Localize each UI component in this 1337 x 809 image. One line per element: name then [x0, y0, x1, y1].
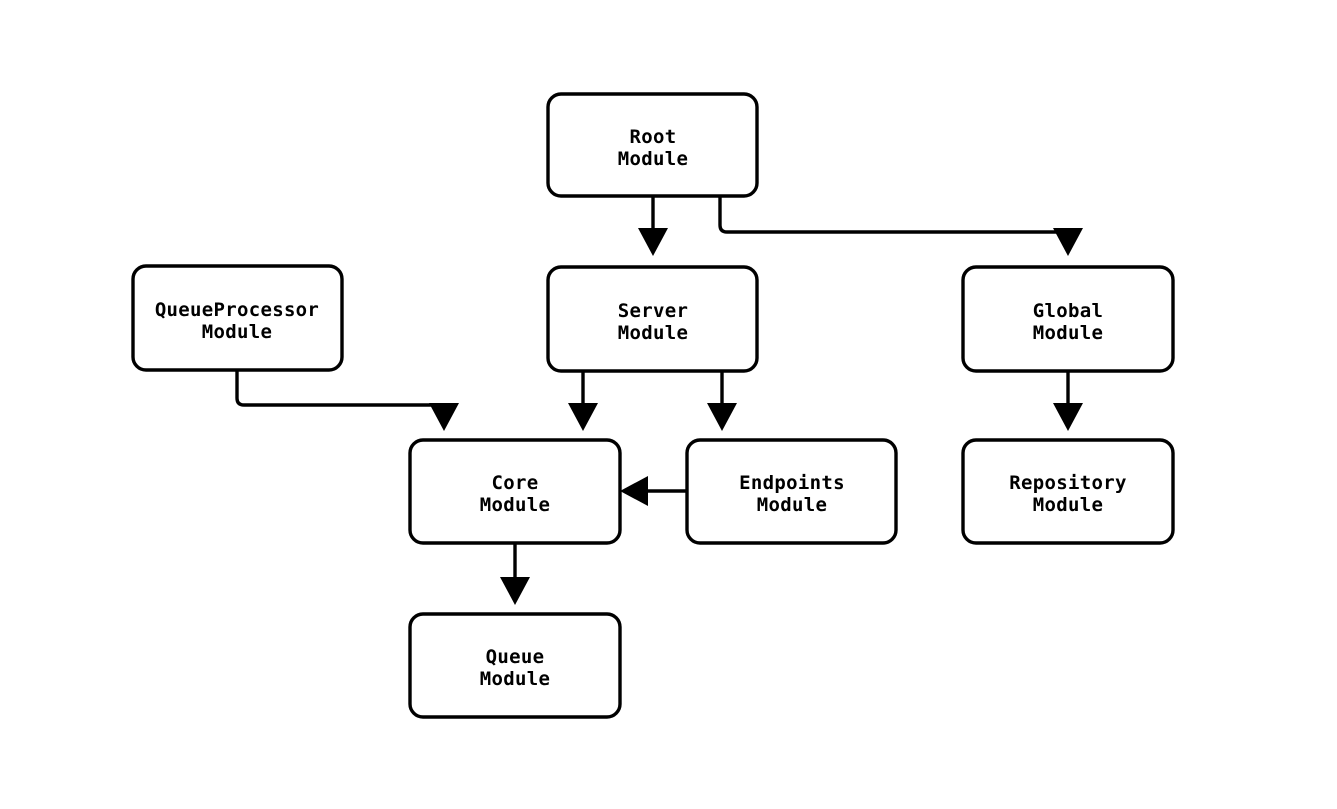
- node-repository-module-label-line2: Module: [1033, 494, 1103, 516]
- arrow-head-endpoints-to-core: [620, 476, 648, 506]
- node-core-module-box[interactable]: [408, 438, 622, 545]
- node-server-module-box[interactable]: [546, 265, 759, 373]
- node-root-module[interactable]: Root Module: [546, 92, 759, 198]
- edge-global-to-repository: [1053, 371, 1083, 431]
- edge-root-to-global: [718, 196, 1083, 256]
- arrow-head-global-to-repository: [1053, 403, 1083, 431]
- arrow-head-queueprocessor-to-core: [429, 403, 459, 431]
- node-root-module-label-line1: Root: [630, 126, 677, 148]
- node-server-module[interactable]: Server Module: [546, 265, 759, 373]
- node-endpoints-module-label-line2: Module: [757, 494, 827, 516]
- edge-server-to-core: [568, 371, 598, 431]
- node-repository-module[interactable]: Repository Module: [961, 438, 1175, 545]
- node-repository-module-label-line1: Repository: [1009, 472, 1126, 494]
- node-global-module[interactable]: Global Module: [961, 265, 1175, 373]
- node-global-module-label-line1: Global: [1033, 300, 1103, 322]
- edge-core-to-queue: [500, 543, 530, 605]
- node-endpoints-module[interactable]: Endpoints Module: [685, 438, 898, 545]
- arrow-head-server-to-core: [568, 403, 598, 431]
- node-global-module-label-line2: Module: [1033, 322, 1103, 344]
- node-core-module[interactable]: Core Module: [408, 438, 622, 545]
- node-queueprocessor-module[interactable]: QueueProcessor Module: [131, 264, 344, 372]
- node-core-module-label-line2: Module: [480, 494, 550, 516]
- arrow-head-root-to-server: [638, 228, 668, 256]
- node-queueprocessor-module-label-line2: Module: [202, 321, 272, 343]
- node-queueprocessor-module-box[interactable]: [131, 264, 344, 372]
- node-queue-module-label-line2: Module: [480, 668, 550, 690]
- node-global-module-box[interactable]: [961, 265, 1175, 373]
- edge-endpoints-to-core: [620, 476, 687, 506]
- arrow-head-core-to-queue: [500, 577, 530, 605]
- edge-server-to-endpoints: [707, 371, 737, 431]
- edge-root-to-server: [638, 196, 668, 256]
- node-repository-module-box[interactable]: [961, 438, 1175, 545]
- arrow-head-server-to-endpoints: [707, 403, 737, 431]
- arrow-head-root-to-global: [1053, 228, 1083, 256]
- node-queue-module-box[interactable]: [408, 612, 622, 719]
- node-queueprocessor-module-label-line1: QueueProcessor: [155, 299, 319, 321]
- node-root-module-label-line2: Module: [618, 148, 688, 170]
- node-server-module-label-line2: Module: [618, 322, 688, 344]
- node-queue-module[interactable]: Queue Module: [408, 612, 622, 719]
- node-server-module-label-line1: Server: [618, 300, 688, 322]
- node-core-module-label-line1: Core: [492, 472, 539, 494]
- node-queue-module-label-line1: Queue: [486, 646, 545, 668]
- edge-queueprocessor-to-core: [235, 370, 459, 431]
- node-endpoints-module-box[interactable]: [685, 438, 898, 545]
- node-endpoints-module-label-line1: Endpoints: [739, 472, 845, 494]
- node-root-module-box[interactable]: [546, 92, 759, 198]
